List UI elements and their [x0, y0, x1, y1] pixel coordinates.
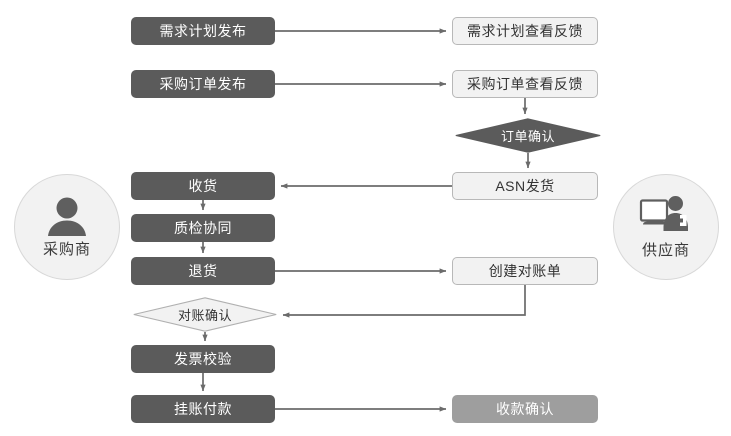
node-label: 发票校验 — [174, 351, 232, 367]
node-asn-shipment[interactable]: ASN发货 — [452, 172, 598, 200]
node-quality-inspection-collaboration[interactable]: 质检协同 — [131, 214, 275, 242]
node-label: 质检协同 — [174, 220, 232, 236]
actor-buyer-label: 采购商 — [42, 240, 91, 258]
node-order-confirm[interactable]: 订单确认 — [455, 118, 601, 153]
node-label: 挂账付款 — [174, 401, 232, 417]
node-label: 需求计划查看反馈 — [467, 23, 583, 39]
edge-n10-n11 — [282, 285, 526, 318]
node-invoice-verification[interactable]: 发票校验 — [131, 345, 275, 373]
node-create-reconciliation-statement[interactable]: 创建对账单 — [452, 257, 598, 285]
node-payment-receipt-confirm[interactable]: 收款确认 — [452, 395, 598, 423]
node-label: 需求计划发布 — [159, 23, 247, 39]
actor-supplier[interactable]: 供应商 — [613, 174, 719, 280]
node-reconciliation-confirm[interactable]: 对账确认 — [133, 297, 277, 332]
actor-supplier-label: 供应商 — [641, 241, 690, 259]
node-purchase-order-view-feedback[interactable]: 采购订单查看反馈 — [452, 70, 598, 98]
node-label: 收款确认 — [496, 401, 554, 417]
node-return-goods[interactable]: 退货 — [131, 257, 275, 285]
node-receive-goods[interactable]: 收货 — [131, 172, 275, 200]
node-label: 退货 — [188, 263, 218, 279]
node-label: 收货 — [188, 178, 218, 194]
person-at-computer-icon — [639, 195, 693, 237]
node-demand-plan-view-feedback[interactable]: 需求计划查看反馈 — [452, 17, 598, 45]
actor-buyer[interactable]: 采购商 — [14, 174, 120, 280]
node-accrue-payment[interactable]: 挂账付款 — [131, 395, 275, 423]
node-demand-plan-publish[interactable]: 需求计划发布 — [131, 17, 275, 45]
node-label: 对账确认 — [177, 308, 232, 323]
node-label: ASN发货 — [495, 178, 555, 194]
node-purchase-order-publish[interactable]: 采购订单发布 — [131, 70, 275, 98]
node-label: 采购订单发布 — [159, 76, 247, 92]
person-icon — [44, 196, 90, 236]
node-label: 订单确认 — [500, 129, 555, 144]
node-label: 采购订单查看反馈 — [467, 76, 583, 92]
node-label: 创建对账单 — [488, 263, 562, 279]
